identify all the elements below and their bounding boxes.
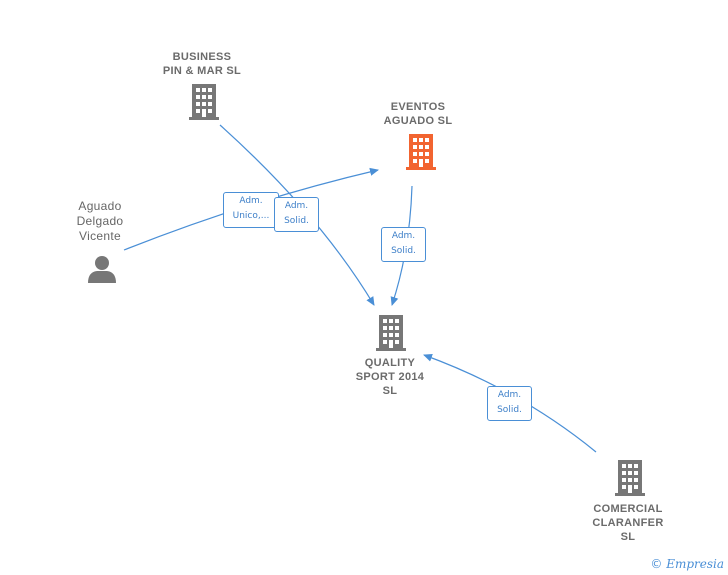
- quality-label-line-2: SPORT 2014: [355, 371, 425, 383]
- edge-label-adm-unico-line-2: Unico,...: [232, 211, 270, 221]
- person-icon[interactable]: [87, 254, 117, 289]
- copyright-symbol: ©: [650, 557, 663, 571]
- comercial-label-line-3: SL: [620, 531, 636, 543]
- edge-label-adm-unico[interactable]: Adm. Unico,...: [223, 192, 279, 228]
- eventos-label-line-2: AGUADO SL: [383, 115, 453, 127]
- edge-label-adm-unico-line-1: Adm.: [239, 196, 263, 206]
- eventos-label-line-1: EVENTOS: [390, 101, 446, 113]
- business-label[interactable]: BUSINESS PIN & MAR SL: [142, 50, 262, 78]
- edge-label-adm-solid-eventos-line-1: Adm.: [391, 231, 416, 241]
- business-label-line-1: BUSINESS: [172, 51, 232, 63]
- edge-label-adm-solid-comercial-line-1: Adm.: [497, 390, 522, 400]
- aguado-label[interactable]: Aguado Delgado Vicente: [50, 199, 150, 244]
- business-label-line-2: PIN & MAR SL: [162, 65, 242, 77]
- quality-label[interactable]: QUALITY SPORT 2014 SL: [330, 356, 450, 398]
- aguado-label-line-3: Vicente: [79, 229, 121, 243]
- edge-label-adm-solid-comercial-line-2: Solid.: [497, 405, 522, 415]
- quality-label-line-1: QUALITY: [364, 357, 416, 369]
- aguado-label-line-1: Aguado: [78, 199, 122, 213]
- quality-label-line-3: SL: [382, 385, 398, 397]
- edge-label-adm-solid-business-line-2: Solid.: [284, 216, 309, 226]
- aguado-label-line-2: Delgado: [76, 214, 124, 228]
- empresia-logo[interactable]: © Empresia: [650, 557, 724, 571]
- business-building-icon[interactable]: [189, 84, 219, 125]
- quality-building-icon[interactable]: [376, 315, 406, 356]
- comercial-label[interactable]: COMERCIAL CLARANFER SL: [568, 502, 688, 544]
- eventos-label[interactable]: EVENTOS AGUADO SL: [358, 100, 478, 128]
- edge-label-adm-solid-business-line-1: Adm.: [284, 201, 309, 211]
- eventos-building-icon[interactable]: [405, 134, 437, 175]
- comercial-label-line-1: COMERCIAL: [593, 503, 663, 515]
- edge-label-adm-solid-comercial[interactable]: Adm. Solid.: [487, 386, 532, 421]
- edge-label-adm-solid-eventos-line-2: Solid.: [391, 246, 416, 256]
- comercial-label-line-2: CLARANFER: [592, 517, 664, 529]
- edge-label-adm-solid-eventos[interactable]: Adm. Solid.: [381, 227, 426, 262]
- edge-label-adm-solid-business[interactable]: Adm. Solid.: [274, 197, 319, 232]
- comercial-building-icon[interactable]: [615, 460, 645, 501]
- brand-name: Empresia: [666, 557, 724, 571]
